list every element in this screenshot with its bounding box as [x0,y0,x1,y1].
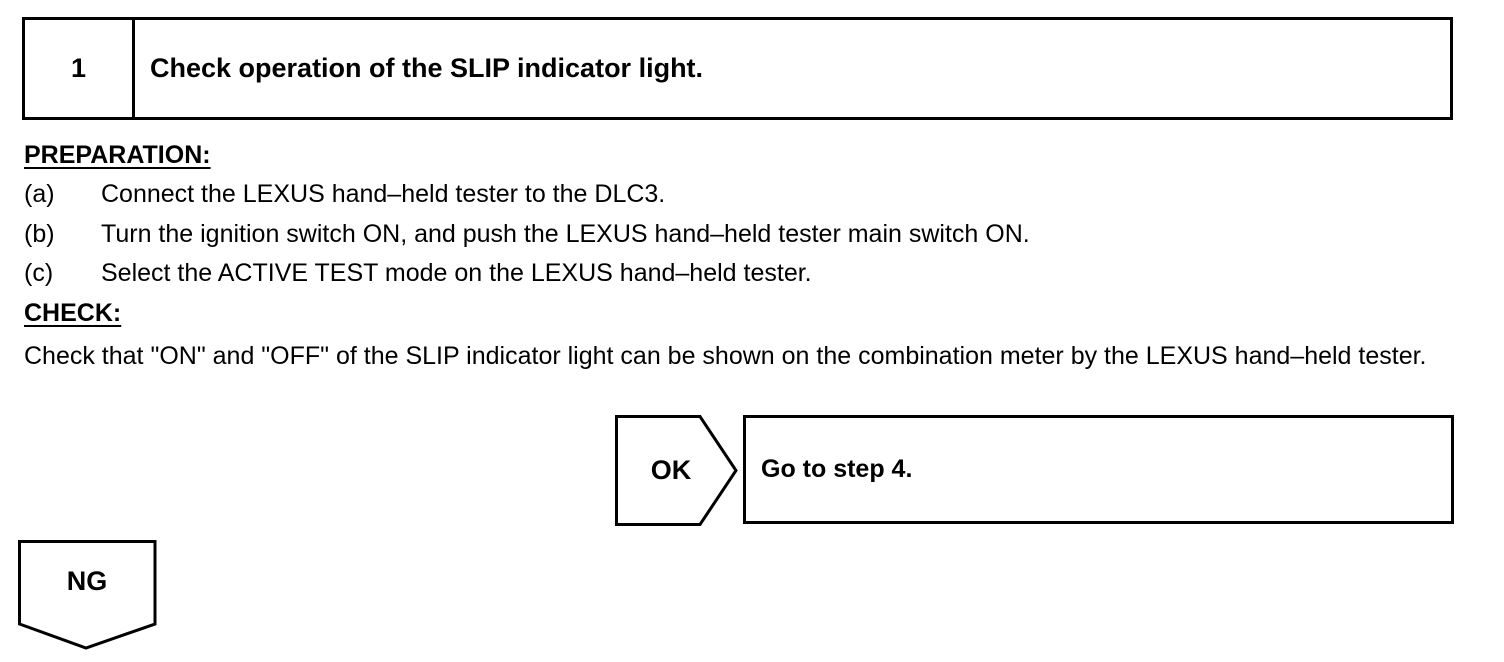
step-title: Check operation of the SLIP indicator li… [150,53,704,83]
step-header-box: 1 Check operation of the SLIP indicator … [22,17,1453,120]
ok-label: OK [650,455,692,485]
ng-label: NG [66,565,108,596]
ng-arrow-shape [18,540,157,650]
step-number: 1 [25,20,135,117]
item-letter: (b) [24,220,55,248]
preparation-item-a: (a) Connect the LEXUS hand–held tester to… [24,180,665,209]
preparation-item-c: (c) Select the ACTIVE TEST mode on the LE… [24,259,812,288]
item-letter: (a) [24,180,55,208]
item-letter: (c) [24,259,54,287]
item-text: Select the ACTIVE TEST mode on the LEXUS… [101,259,812,287]
ok-action-box: Go to step 4. [743,415,1454,524]
ok-arrow-shape [615,415,738,526]
item-text: Connect the LEXUS hand–held tester to th… [101,180,666,208]
check-text: Check that "ON" and "OFF" of the SLIP in… [24,342,1427,370]
preparation-heading: PREPARATION: [24,141,211,169]
check-heading: CHECK: [24,299,122,327]
item-text: Turn the ignition switch ON, and push th… [101,220,1030,248]
preparation-item-b: (b) Turn the ignition switch ON, and push… [24,220,1030,249]
